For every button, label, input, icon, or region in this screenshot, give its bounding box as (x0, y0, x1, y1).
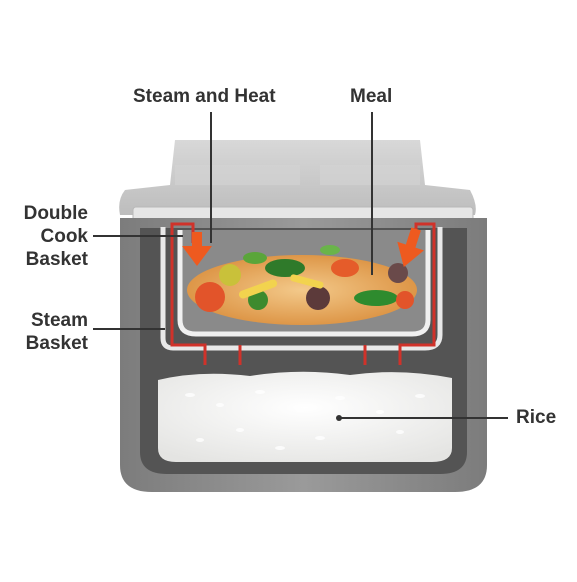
label-steam-basket: Steam Basket (10, 309, 88, 355)
steam-basket (160, 227, 443, 351)
label-meal: Meal (350, 86, 393, 107)
label-steam-and-heat: Steam and Heat (133, 86, 276, 107)
rice-pointer-dot (336, 415, 342, 421)
label-rice: Rice (516, 407, 557, 428)
label-double-cook-basket-line-1: Double (23, 203, 88, 224)
label-double-cook-basket-line-2: Cook (40, 226, 89, 247)
label-steam-basket-line-1: Steam (30, 310, 88, 331)
rice-texture (185, 390, 425, 450)
rice-layer (158, 371, 452, 462)
label-double-cook-basket-line-3: Basket (25, 249, 88, 270)
meal-food (187, 245, 417, 325)
label-double-cook-basket: Double Cook Basket (10, 202, 88, 271)
steam-path (170, 222, 436, 365)
steam-arrow-right (397, 227, 424, 268)
steam-arrow-left (182, 232, 212, 266)
leader-lines (93, 112, 508, 419)
label-steam-basket-line-2: Basket (25, 333, 88, 354)
